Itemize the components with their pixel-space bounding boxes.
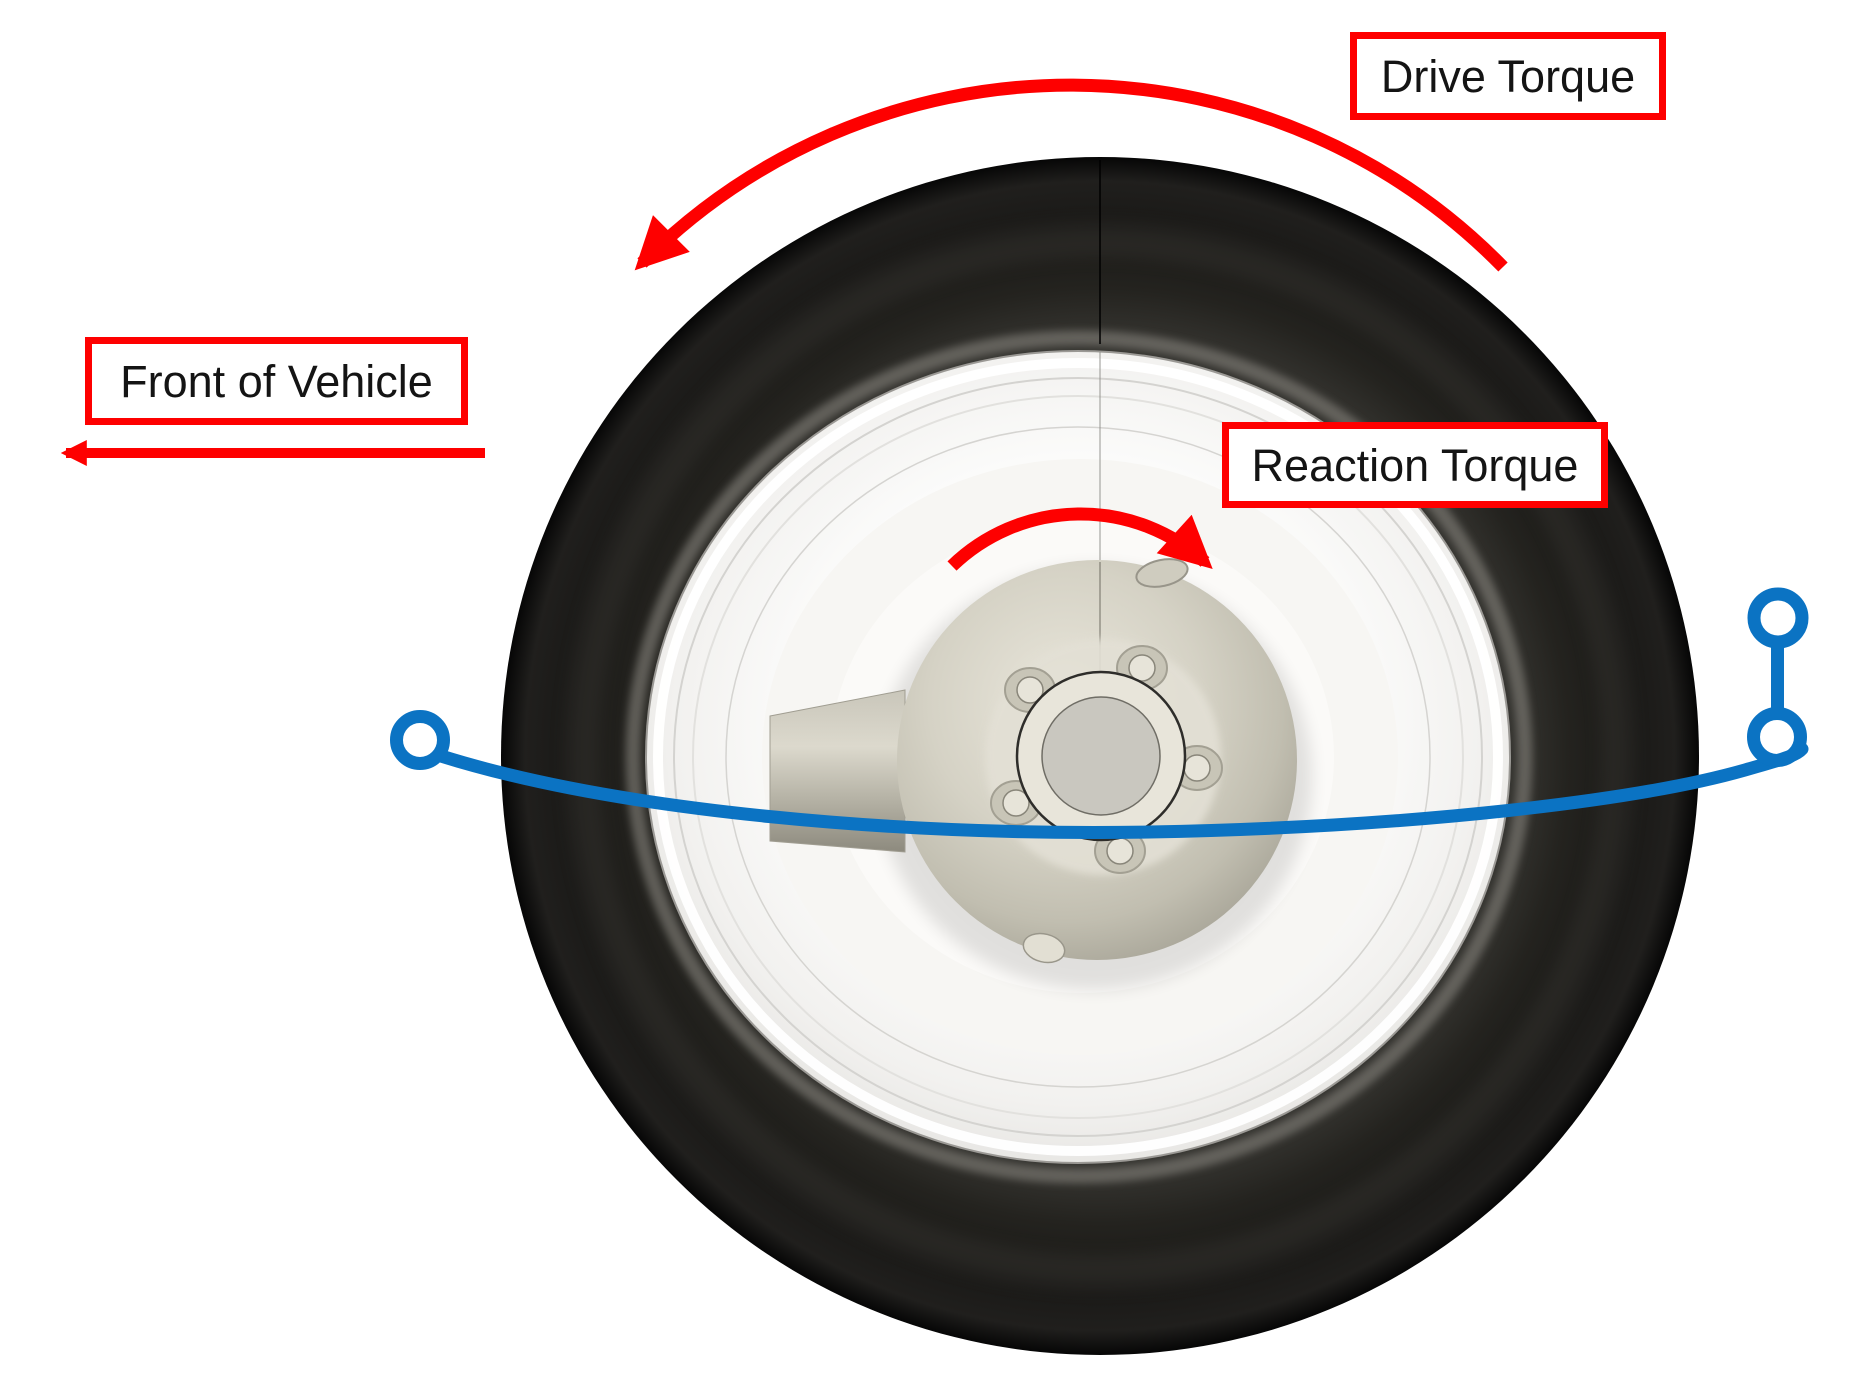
linkage-upper-eyelet: [1747, 587, 1809, 649]
rim-ring-3: [725, 426, 1431, 1088]
torque-linkage: [390, 587, 1809, 839]
wheel-assembly: [501, 157, 1699, 1355]
reaction-torque-label: Reaction Torque: [1251, 439, 1579, 491]
front-of-vehicle-label: Front of Vehicle: [120, 355, 433, 407]
linkage-cable: [434, 742, 1809, 839]
axle-shaft: [769, 689, 906, 853]
linkage-left-eyelet: [390, 710, 450, 770]
drive-torque-label: Drive Torque: [1380, 50, 1636, 102]
rim-ring-1: [673, 377, 1483, 1137]
drive-torque-label-box: Drive Torque: [1350, 32, 1666, 120]
rim-ring-2: [692, 395, 1464, 1119]
rim-outer-lip: [653, 358, 1503, 1156]
reaction-torque-arrow: [947, 507, 1213, 571]
hub-hole-lower: [1022, 932, 1066, 964]
front-of-vehicle-label-box: Front of Vehicle: [85, 337, 468, 425]
reaction-torque-label-box: Reaction Torque: [1222, 422, 1608, 508]
center-bore: [1041, 696, 1161, 816]
drive-torque-arrow: [634, 78, 1508, 272]
linkage-lower-eyelet: [1747, 707, 1807, 767]
tire-rim-junction: [625, 330, 1533, 1184]
